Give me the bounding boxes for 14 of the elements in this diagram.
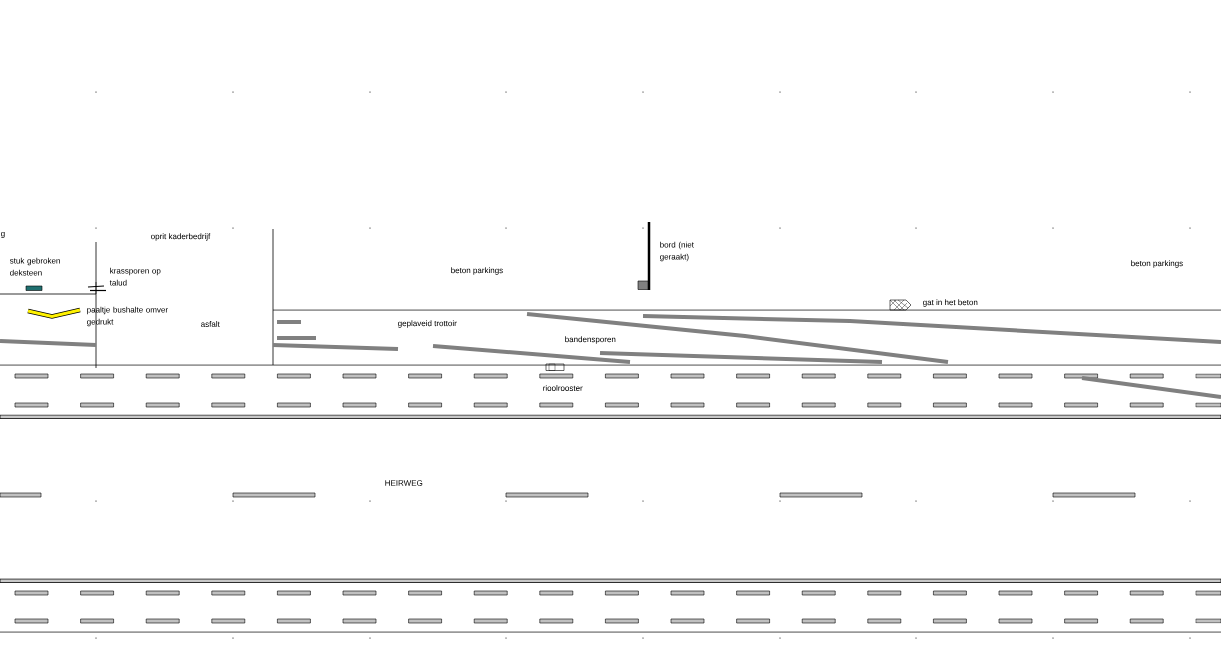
text-label: beton parkings (451, 267, 503, 275)
text-label: beton parkings (1131, 260, 1183, 268)
text-label: geplaveid trottoir (398, 320, 457, 328)
text-label: HEIRWEG (385, 480, 423, 486)
text-label: paaltje bushalte omver gedrukt (87, 306, 168, 327)
text-label: stuk gebroken deksteen (9, 257, 60, 276)
text-label: rioolrooster (543, 385, 583, 391)
text-label: asfalt (201, 321, 220, 327)
text-label: bandensporen (565, 336, 616, 344)
text-label: oprit kaderbedrijf (151, 233, 211, 241)
text-label: bord (niet geraakt) (660, 241, 694, 262)
text-label: krassporen op talud (109, 267, 161, 286)
text-label: gat in het beton (923, 299, 978, 307)
text-label: g (1, 232, 5, 238)
